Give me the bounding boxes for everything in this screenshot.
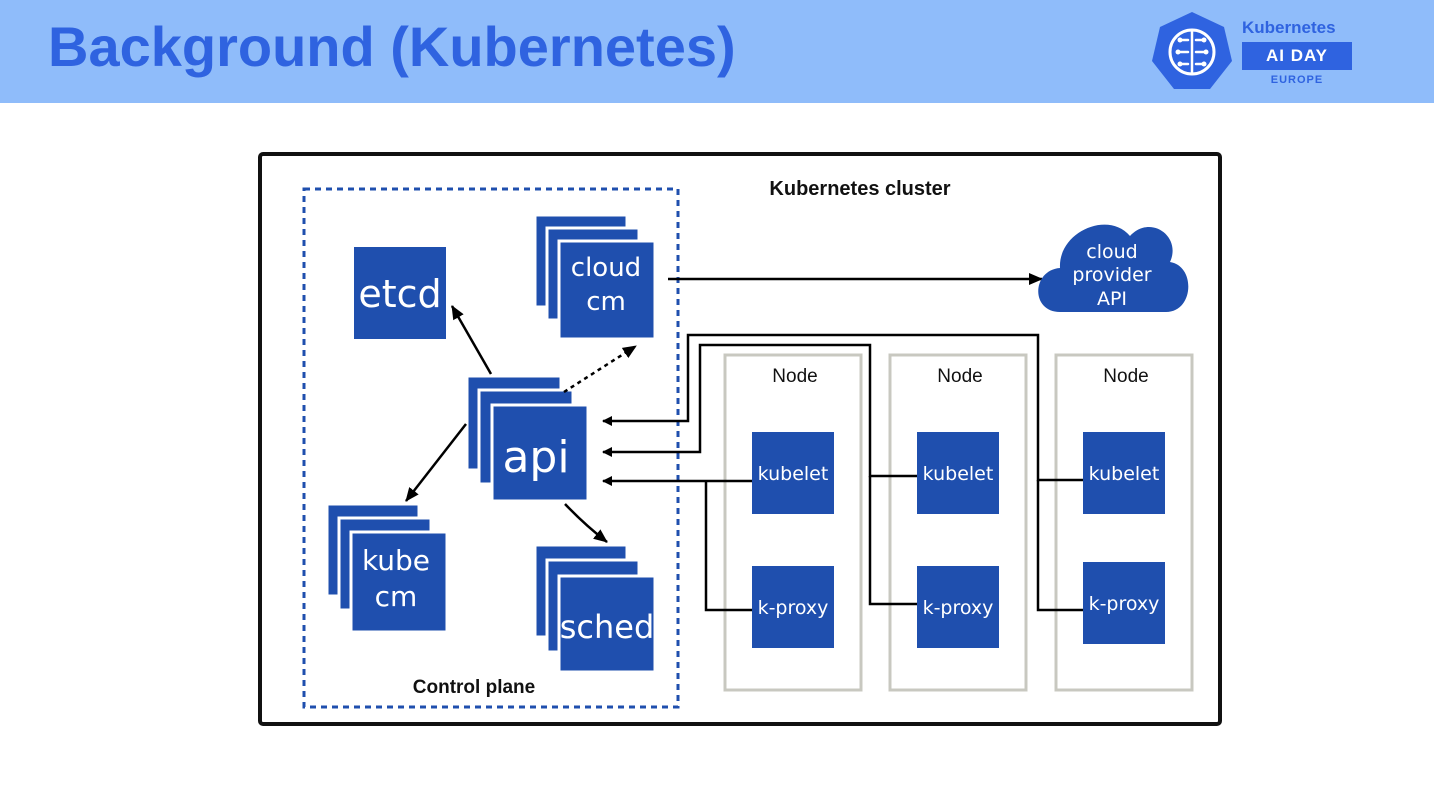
cloud-provider-label-line1: cloud [1086,241,1137,263]
logo-text-europe: EUROPE [1270,74,1324,86]
node-1-kubelet-label: kubelet [758,463,829,485]
api-label: api [502,432,569,483]
node-2-kproxy-label: k-proxy [923,597,994,619]
arrow-api-to-kube-cm [405,423,467,502]
api-stack: api [465,374,590,503]
connector-node-3 [602,333,1083,482]
node-3-label: Node [1103,366,1148,387]
kube-cm-label-line1: kube [362,544,430,577]
sched-label: sched [560,608,655,646]
node-3-kubelet-label: kubelet [1089,463,1160,485]
node-1-kproxy: k-proxy [752,566,834,648]
logo-text-ai-day: AI DAY [1242,42,1352,70]
cloud-provider-label-line3: API [1097,288,1127,310]
node-1-label: Node [772,366,817,387]
arrow-api-to-sched [564,503,608,543]
node-3-kubelet: kubelet [1083,432,1165,514]
arrow-api-to-cloud-cm [563,344,637,394]
etcd-box: etcd [354,247,446,339]
connector-node-3-kproxy [1036,480,1083,612]
kube-cm-stack: kube cm [325,502,449,634]
kube-cm-label-line2: cm [375,580,418,613]
node-3-kproxy: k-proxy [1083,562,1165,644]
arrow-api-to-etcd [450,305,493,375]
connector-node-1-kproxy [704,481,752,612]
node-2-kubelet: kubelet [917,432,999,514]
control-plane-label: Control plane [413,677,535,698]
header-bar: Background (Kubernetes) Kubernetes AI DA… [0,0,1434,103]
cloud-cm-label-line2: cm [586,287,626,317]
slide-title: Background (Kubernetes) [48,15,736,78]
cloud-provider-api: cloud provider API [1038,224,1189,312]
node-3-kproxy-label: k-proxy [1089,593,1160,615]
etcd-label: etcd [358,272,441,316]
node-2-kproxy: k-proxy [917,566,999,648]
event-logo: Kubernetes AI DAY EUROPE [1150,10,1360,94]
cloud-cm-stack: cloud cm [533,213,657,341]
node-1-kproxy-label: k-proxy [758,597,829,619]
node-1-kubelet: kubelet [752,432,834,514]
cluster-label: Kubernetes cluster [769,178,950,200]
connector-node-2 [602,343,917,478]
logo-text-kubernetes: Kubernetes [1242,18,1336,37]
node-2-label: Node [937,366,982,387]
node-3: Node [1054,353,1194,692]
node-2-kubelet-label: kubelet [923,463,994,485]
connector-node-2-kproxy [868,476,917,606]
cloud-provider-label-line2: provider [1072,264,1151,286]
sched-stack: sched [533,543,657,674]
node-2: Node [888,353,1028,692]
control-plane-frame [302,187,680,709]
cloud-cm-label-line1: cloud [571,253,641,283]
node-1: Node [723,353,863,692]
kubernetes-brain-icon [1152,12,1232,89]
